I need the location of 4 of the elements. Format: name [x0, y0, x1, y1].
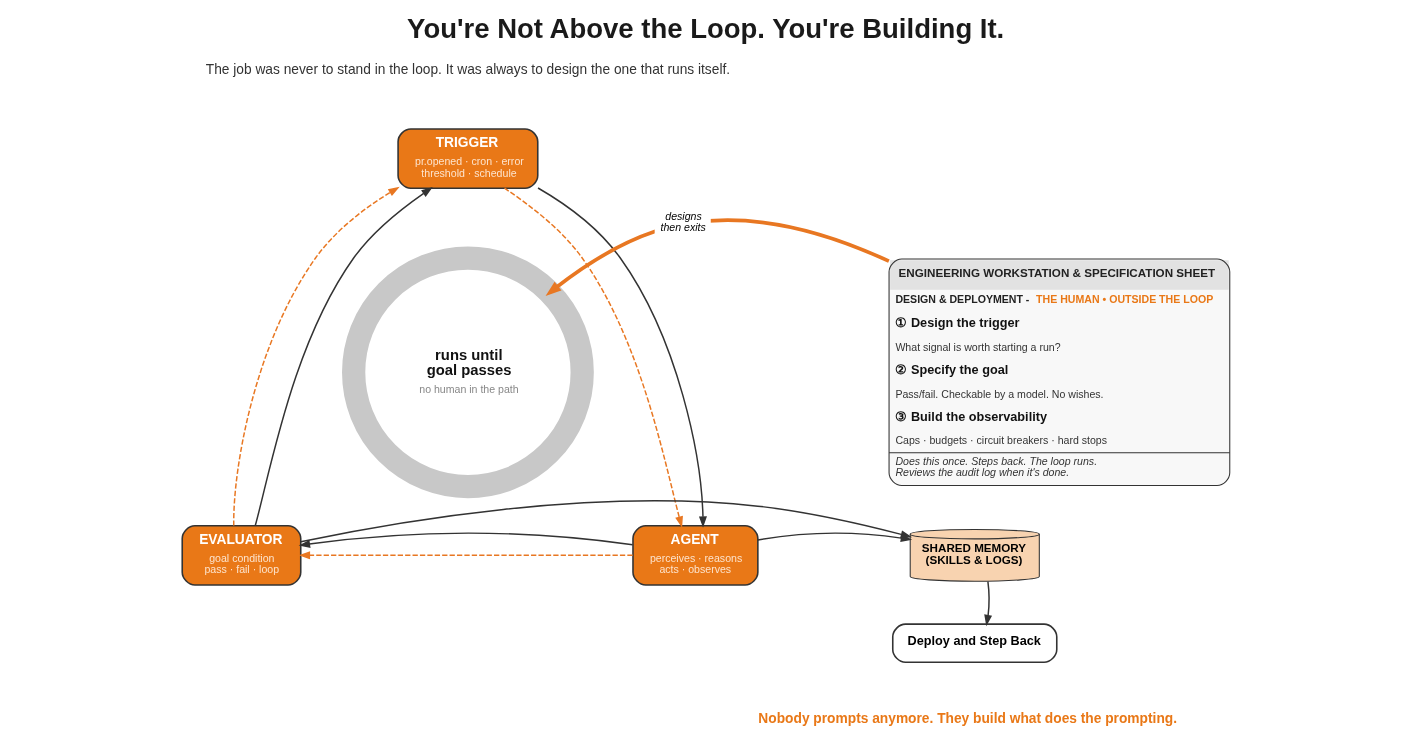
label: The job was never to stand in the loop. It was always to design the one that runs itself.	[205, 62, 731, 78]
diagram-title: You're Not Above the Loop. You're Building It.	[407, 12, 1005, 44]
edge-label: designs then exits	[660, 209, 706, 233]
caption: Nobody prompts anymore. They build what does the prompting.	[758, 710, 1178, 726]
